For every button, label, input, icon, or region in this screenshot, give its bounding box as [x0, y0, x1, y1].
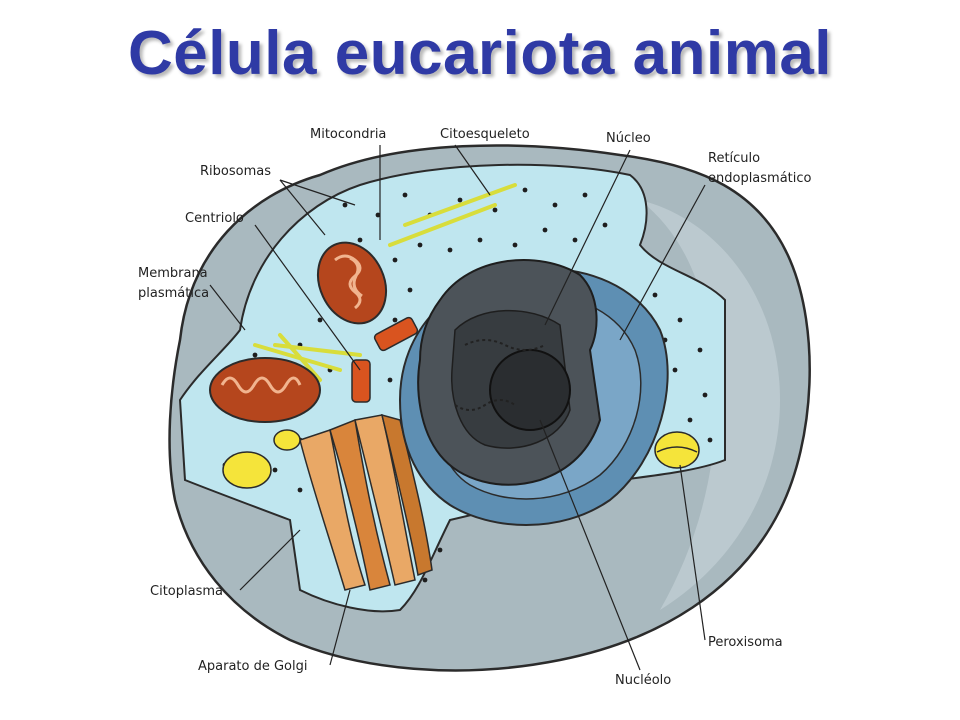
mitochondrion-upper [316, 241, 388, 325]
peroxisomes [222, 429, 700, 489]
label-centriolo: Centriolo [185, 211, 244, 226]
outer-cell-highlight [640, 200, 780, 610]
label-peroxisoma: Peroxisoma [708, 635, 783, 650]
nucleolus [489, 349, 571, 431]
label-golgi: Aparato de Golgi [198, 659, 308, 674]
leader-lines [209, 144, 706, 671]
label-membrana-line2: plasmática [138, 286, 209, 301]
label-membrana-line1: Membrana [138, 266, 208, 281]
label-nucleolo: Nucléolo [615, 673, 671, 688]
label-reticulo-line2: endoplasmático [708, 171, 812, 186]
label-mitocondria: Mitocondria [310, 127, 386, 142]
label-citoesqueleto: Citoesqueleto [440, 127, 530, 142]
page-title: Célula eucariota animal [127, 19, 833, 88]
label-reticulo-line1: Retículo [708, 151, 760, 166]
nucleus [417, 259, 602, 486]
label-ribosomas: Ribosomas [200, 164, 271, 179]
label-citoplasma: Citoplasma [150, 584, 223, 599]
centrioles [351, 316, 419, 403]
label-nucleo: Núcleo [606, 131, 651, 146]
mitochondrion-lower [209, 357, 321, 423]
cytoskeleton [253, 183, 517, 382]
golgi-apparatus [299, 413, 433, 591]
